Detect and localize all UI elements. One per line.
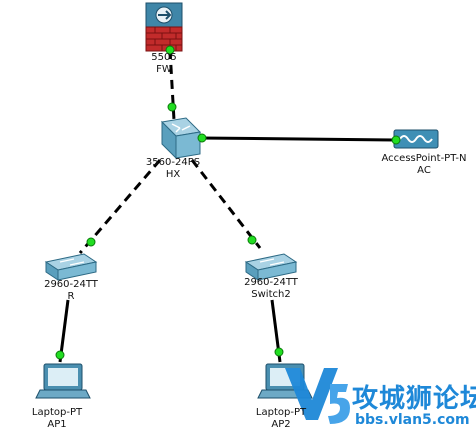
firewall-name-label: FW: [156, 64, 172, 75]
link-hx-ac[interactable]: [199, 136, 397, 142]
laptop2-name-label: AP2: [271, 419, 291, 430]
port-dot: [165, 45, 175, 55]
access-point-icon[interactable]: [393, 129, 439, 149]
watermark-url: bbs.vlan5.com: [355, 412, 470, 428]
switch-r-name-label: R: [67, 291, 75, 302]
laptop-icon-ap1[interactable]: [35, 363, 91, 399]
switch-icon-r[interactable]: [44, 253, 98, 281]
core-switch-model-label: 3560-24PS: [145, 157, 201, 168]
laptop1-model-label: Laptop-PT: [31, 407, 83, 418]
switch-r-model-label: 2960-24TT: [44, 279, 98, 290]
port-status-dots: [55, 45, 401, 360]
port-dot: [197, 133, 207, 143]
firewall-icon[interactable]: [145, 2, 183, 52]
multilayer-switch-icon[interactable]: [160, 117, 202, 160]
port-dot: [55, 350, 65, 360]
watermark-logo: [285, 368, 350, 424]
firewall-model-label: 5505: [151, 52, 177, 63]
port-dot: [274, 347, 284, 357]
port-dot: [86, 237, 96, 247]
port-dot: [391, 135, 401, 145]
switch-icon-switch2[interactable]: [244, 253, 298, 281]
link-hx-switch2[interactable]: [190, 159, 262, 249]
core-switch-name-label: HX: [165, 169, 181, 180]
link-fw-hx[interactable]: [168, 49, 176, 121]
switch2-name-label: Switch2: [251, 289, 291, 300]
switch2-model-label: 2960-24TT: [244, 277, 298, 288]
watermark-brand: 攻城狮论坛: [352, 384, 476, 414]
port-dot: [167, 102, 177, 112]
link-hx-r[interactable]: [78, 159, 162, 254]
ap-name-label: AC: [417, 165, 431, 176]
laptop1-name-label: AP1: [47, 419, 67, 430]
port-dot: [247, 235, 257, 245]
laptop2-model-label: Laptop-PT: [255, 407, 307, 418]
ap-model-label: AccessPoint-PT-N: [381, 153, 467, 164]
